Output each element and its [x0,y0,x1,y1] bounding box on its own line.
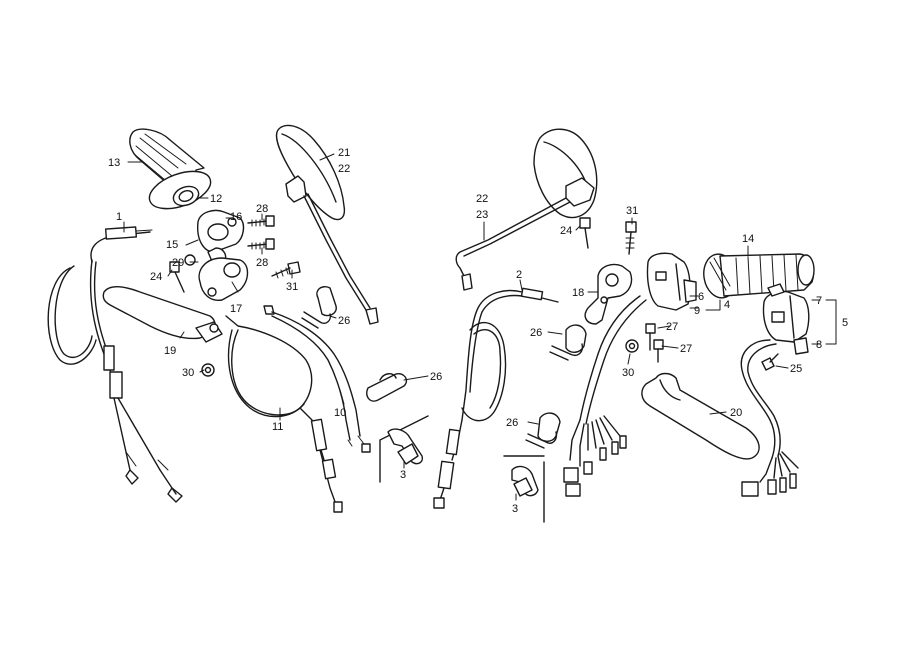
bolt-31-right [625,221,637,255]
callout-20: 20 [730,407,742,419]
mirror-right [455,128,598,291]
callout-25: 25 [790,363,802,375]
callout-17: 17 [230,303,242,315]
callout-28-lower: 28 [256,257,268,269]
callout-30-left: 30 [182,367,194,379]
bolt-31-left [271,261,301,279]
cable-2 [433,287,559,509]
callout-8: 8 [816,339,822,351]
callout-10: 10 [334,407,346,419]
callout-31-right: 31 [626,205,638,217]
throttle-cable [89,226,183,503]
callout-26-right-upper: 26 [530,327,542,339]
screw-27-lower [653,339,664,363]
callout-30-right: 30 [622,367,634,379]
screw-27-upper [645,323,656,351]
callout-26-left-upper: 26 [338,315,350,327]
callout-18: 18 [572,287,584,299]
callout-28-upper: 28 [256,203,268,215]
mirror-bracket-18 [584,263,633,325]
callout-27-upper: 27 [666,321,678,333]
callout-26-left-lower: 26 [430,371,442,383]
band-26-left-upper [301,286,337,329]
callout-11: 11 [272,421,283,433]
throttle-cable-loop [47,267,97,365]
callout-2: 2 [516,269,522,281]
bracket-3-right [503,455,545,523]
wiring-harness-right [563,295,647,497]
leader-lines [123,153,837,501]
callout-26-right-lower: 26 [506,417,518,429]
band-26-left-lower [366,372,408,402]
callout-6: 6 [698,291,704,303]
wiring-harness-left-switch [740,339,799,497]
callout-16: 16 [230,211,242,223]
clutch-lever [102,286,223,343]
callout-31-left: 31 [286,281,298,293]
throttle-grip [129,128,212,210]
switch-housing-left [762,283,810,355]
throttle-housing [197,209,249,301]
band-26-right-upper [549,324,587,361]
callout-5: 5 [842,317,848,329]
callout-1: 1 [116,211,122,223]
cable-10 [263,305,371,453]
mirror-left [275,124,379,325]
callout-4: 4 [724,299,730,311]
switch-housing-right [646,252,697,311]
callout-19: 19 [164,345,176,357]
nut-30-right [625,339,639,353]
callout-13: 13 [108,157,120,169]
screw-28-lower [247,238,275,250]
callout-labels: 1 2 3 3 4 5 6 7 8 9 10 11 12 13 14 15 16… [108,147,848,515]
callout-7: 7 [816,295,822,307]
bolt-25 [761,353,779,371]
bracket-3-left [379,415,429,483]
callout-3-left: 3 [400,469,406,481]
callout-29: 29 [172,257,184,269]
band-26-right-lower [525,412,561,449]
nut-29 [184,254,196,266]
callout-12: 12 [210,193,222,205]
right-grip [703,253,815,299]
brake-lever [641,372,760,460]
callout-23: 23 [476,209,488,221]
screw-24-right [579,217,591,249]
callout-22-left: 22 [338,163,350,175]
callout-22-right: 22 [476,193,488,205]
screw-28-upper [247,215,275,227]
callout-3-right: 3 [512,503,518,515]
callout-24-right: 24 [560,225,572,237]
callout-27-lower: 27 [680,343,692,355]
screw-24-left [169,261,185,293]
callout-14: 14 [742,233,754,245]
callout-21: 21 [338,147,350,159]
callout-9: 9 [694,305,700,317]
callout-24-left: 24 [150,271,162,283]
callout-15: 15 [166,239,178,251]
cable-11 [225,315,343,513]
nut-30-left [201,363,215,377]
